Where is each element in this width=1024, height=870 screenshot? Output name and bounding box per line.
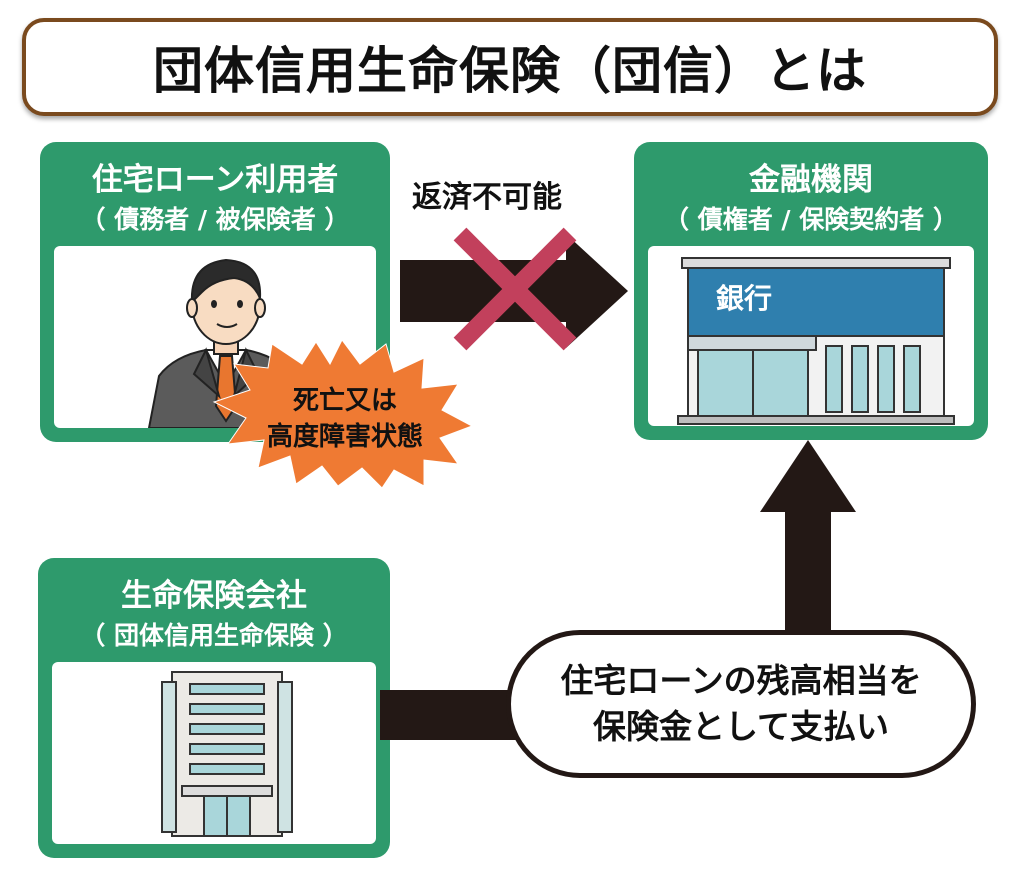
- death-disability-burst: [212, 339, 474, 488]
- insurer-role: （ 団体信用生命保険 ）: [80, 621, 348, 650]
- borrower-name: 住宅ローン利用者: [91, 162, 339, 198]
- insurer-card: 生命保険会社 （ 団体信用生命保険 ）: [38, 558, 390, 858]
- arrow-label: 返済不可能: [412, 180, 562, 215]
- bank-sign: 銀行: [716, 282, 773, 315]
- repayment-arrow: [400, 227, 628, 351]
- bank-card: 金融機関 （ 債権者 / 保険契約者 ）: [634, 142, 988, 440]
- bank-building-illustration: [677, 257, 955, 425]
- burst-line-2: 高度障害状態: [266, 422, 423, 452]
- borrower-role: （ 債務者 / 被保険者 ）: [80, 205, 350, 234]
- bank-image-panel: [648, 246, 974, 426]
- insurer-name: 生命保険会社: [121, 578, 307, 614]
- title-box: 団体信用生命保険（団信）とは: [22, 18, 998, 116]
- payout-line-1: 住宅ローンの残高相当を: [560, 661, 922, 700]
- cross-mark-icon: [453, 227, 577, 351]
- bank-role: （ 債権者 / 保険契約者 ）: [664, 205, 958, 234]
- payout-bubble: 住宅ローンの残高相当を 保険金として支払い: [506, 630, 976, 778]
- burst-line-1: 死亡又は: [292, 386, 397, 416]
- bank-name: 金融機関: [749, 162, 873, 198]
- office-tower-illustration: [161, 671, 293, 837]
- payout-line-2: 保険金として支払い: [592, 707, 889, 746]
- insurer-image-panel: [52, 662, 376, 844]
- page-title: 団体信用生命保険（団信）とは: [153, 42, 867, 100]
